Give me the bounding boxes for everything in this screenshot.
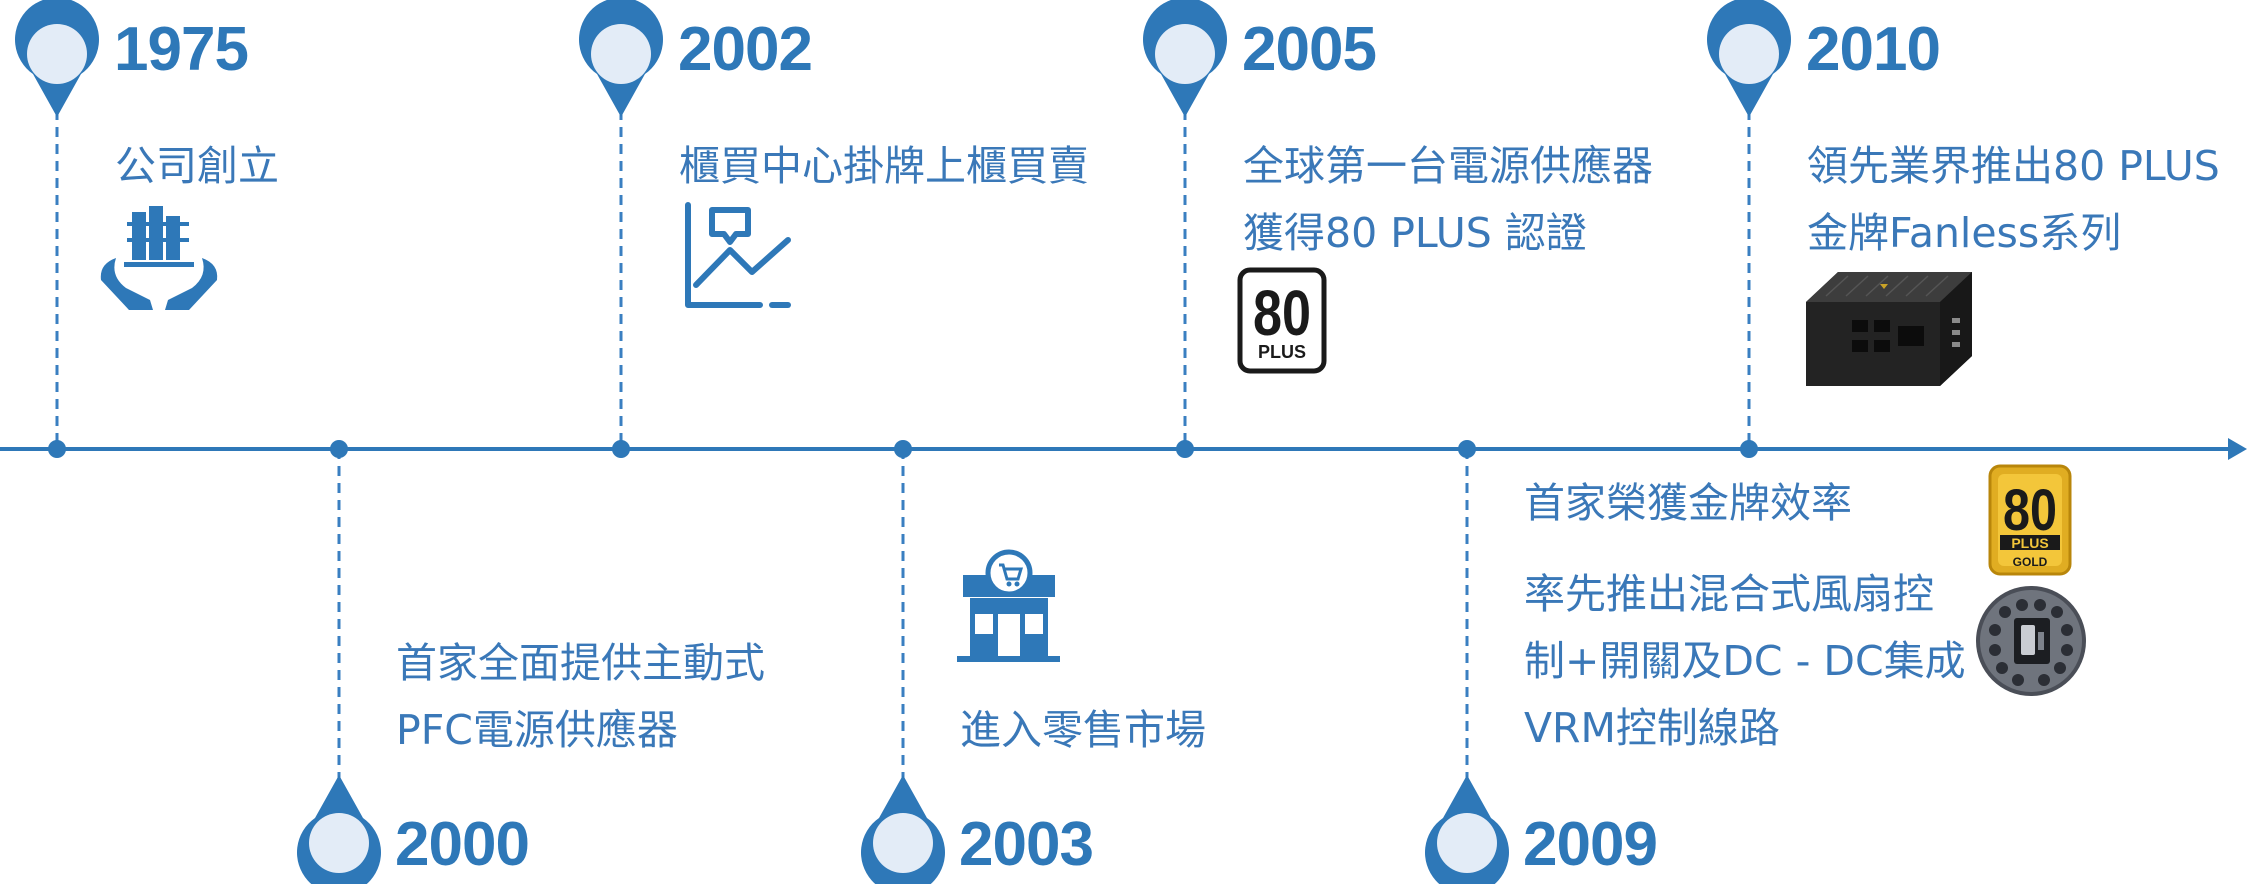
- event-description-2009: 首家榮獲金牌效率 率先推出混合式風扇控 制+開關及DC - DC集成 VRM控制…: [1524, 470, 1966, 762]
- map-pin-icon: [579, 0, 663, 117]
- map-pin-icon: [861, 775, 945, 884]
- description-line: 首家全面提供主動式: [396, 639, 765, 687]
- description-line: 率先推出混合式風扇控: [1524, 570, 1934, 618]
- fan-switch-image: [1976, 586, 2086, 696]
- logo-tier: GOLD: [2013, 555, 2048, 569]
- description-line: 金牌Fanless系列: [1807, 209, 2122, 257]
- description-line: 制+開關及DC - DC集成: [1524, 637, 1966, 685]
- 80-plus-logo: 80 PLUS: [1237, 267, 1327, 374]
- logo-number: 80: [1253, 277, 1311, 349]
- event-year-2003: 2003: [959, 810, 1094, 879]
- event-1975: [15, 0, 218, 458]
- description-line: 全球第一台電源供應器: [1243, 142, 1653, 190]
- event-year-2010: 2010: [1806, 15, 1941, 84]
- map-pin-icon: [1143, 0, 1227, 117]
- event-year-2002: 2002: [678, 15, 813, 84]
- building-hands-icon: [100, 206, 218, 310]
- axis-dot: [48, 440, 66, 458]
- event-description-1975: 公司創立: [115, 133, 279, 200]
- axis-dot: [1740, 440, 1758, 458]
- map-pin-icon: [1707, 0, 1791, 117]
- event-description-2005: 全球第一台電源供應器 獲得80 PLUS 認證: [1243, 133, 1653, 267]
- description-line: 公司創立: [115, 142, 279, 190]
- event-2003: [861, 440, 1060, 884]
- event-description-2002: 櫃買中心掛牌上櫃買賣: [679, 133, 1089, 200]
- description-line: PFC電源供應器: [396, 706, 678, 754]
- event-description-2003: 進入零售市場: [960, 697, 1206, 764]
- axis-dot: [330, 440, 348, 458]
- event-description-2010: 領先業界推出80 PLUS 金牌Fanless系列: [1807, 133, 2220, 267]
- event-description-2000: 首家全面提供主動式 PFC電源供應器: [396, 630, 765, 764]
- axis-arrow-icon: [2228, 438, 2247, 460]
- event-2000: [297, 440, 381, 884]
- axis-dot: [612, 440, 630, 458]
- logo-number: 80: [2003, 478, 2057, 543]
- axis-dot: [894, 440, 912, 458]
- description-line: 櫃買中心掛牌上櫃買賣: [679, 142, 1089, 190]
- event-year-2009: 2009: [1523, 810, 1658, 879]
- timeline-axis: [0, 438, 2247, 460]
- description-line: 領先業界推出80 PLUS: [1807, 142, 2220, 190]
- event-2009: 80 PLUS GOLD: [1425, 440, 2086, 884]
- axis-dot: [1176, 440, 1194, 458]
- 80-plus-gold-logo: 80 PLUS GOLD: [1988, 464, 2072, 576]
- description-line: 首家榮獲金牌效率: [1524, 479, 1852, 527]
- description-line: VRM控制線路: [1524, 704, 1780, 752]
- description-line: 獲得80 PLUS 認證: [1243, 209, 1587, 257]
- map-pin-icon: [15, 0, 99, 117]
- event-year-2005: 2005: [1242, 15, 1377, 84]
- map-pin-icon: [1425, 775, 1509, 884]
- axis-dot: [1458, 440, 1476, 458]
- event-year-1975: 1975: [114, 15, 249, 84]
- retail-store-icon: [957, 549, 1060, 662]
- stock-chart-icon: [685, 202, 791, 308]
- event-2010: [1707, 0, 1972, 458]
- logo-word: PLUS: [1258, 342, 1306, 362]
- event-2002: [579, 0, 791, 458]
- event-2005: 80 PLUS: [1143, 0, 1327, 458]
- description-line: 進入零售市場: [960, 706, 1206, 754]
- logo-word: PLUS: [2011, 535, 2048, 551]
- fanless-psu-image: [1806, 272, 1972, 386]
- map-pin-icon: [297, 775, 381, 884]
- event-year-2000: 2000: [395, 810, 530, 879]
